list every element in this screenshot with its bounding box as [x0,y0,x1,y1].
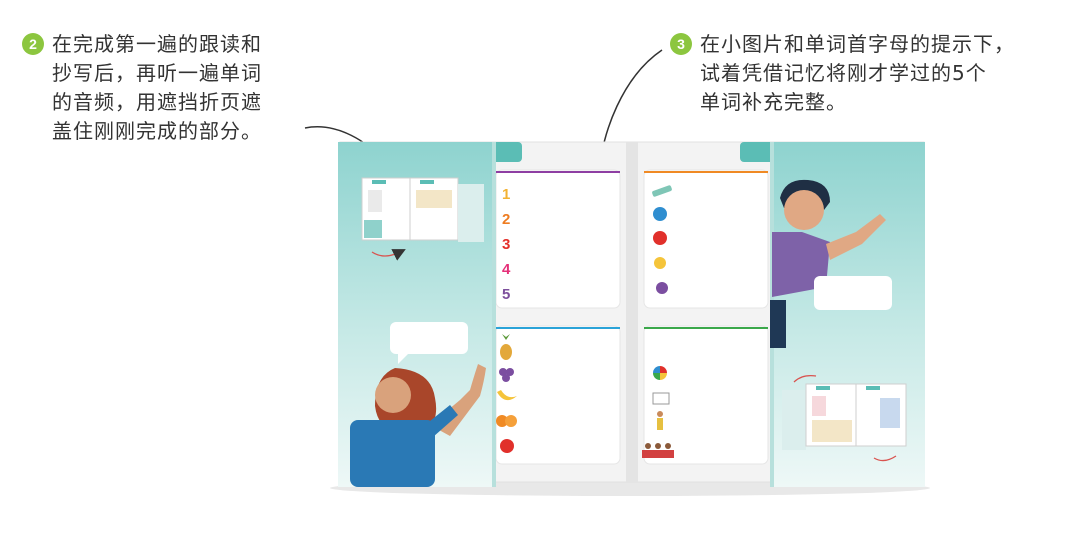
number-1: 1 [502,186,510,203]
girl-illustration [350,364,486,487]
writing-panel-bottom [495,325,621,465]
yellow-bulb-icon [654,257,666,269]
paint-tube-icon [652,185,672,197]
group-icon [642,443,674,458]
step-2-line: 抄写后，再听一遍单词 [52,61,262,85]
fold-arrow-left [371,249,406,261]
person-icon [657,411,663,430]
blue-splash-icon [653,207,667,221]
card-icon [652,392,670,405]
step-2-line: 在完成第一遍的跟读和 [52,32,262,56]
red-splash-icon [653,231,667,245]
step-3-badge: 3 [670,33,692,55]
grapes-icon [499,368,514,382]
writing-panel-bottom-right [643,325,769,465]
fold-arrow-right-top [793,374,817,383]
number-2: 2 [502,211,510,228]
step-2-instruction: 2 在完成第一遍的跟读和 抄写后，再听一遍单词 的音频，用遮挡折页遮 盖住刚刚完… [22,30,322,146]
number-5: 5 [502,286,510,303]
writing-panel-top [495,169,621,309]
purple-splash-icon [656,282,668,294]
pineapple-icon [500,334,512,360]
step-3-instruction: 3 在小图片和单词首字母的提示下， 试着凭借记忆将刚才学过的5个 单词补充完整。 [670,30,1060,117]
writing-panel-top-right [643,169,769,309]
color-wheel-icon [653,366,667,380]
step-2-badge: 2 [22,33,44,55]
speech-bubble-left [390,322,468,354]
step-3-text: 在小图片和单词首字母的提示下， 试着凭借记忆将刚才学过的5个 单词补充完整。 [700,30,1015,117]
fold-arrow-right-bottom [873,455,897,462]
step-2-line: 盖住刚刚完成的部分。 [52,119,262,143]
mini-book-right [782,383,907,450]
step-3-line: 试着凭借记忆将刚才学过的5个 [700,61,987,85]
banana-icon [497,390,517,401]
number-3: 3 [502,236,510,253]
step-2-text: 在完成第一遍的跟读和 抄写后，再听一遍单词 的音频，用遮挡折页遮 盖住刚刚完成的… [52,30,262,146]
apple-icon [500,439,514,453]
step-3-line: 在小图片和单词首字母的提示下， [700,32,1015,56]
number-4: 4 [502,261,511,278]
orange-icon [496,415,517,427]
step-3-line: 单词补充完整。 [700,90,847,114]
mini-book-left [361,177,484,242]
speech-bubble-right [814,276,892,310]
step-2-line: 的音频，用遮挡折页遮 [52,90,262,114]
